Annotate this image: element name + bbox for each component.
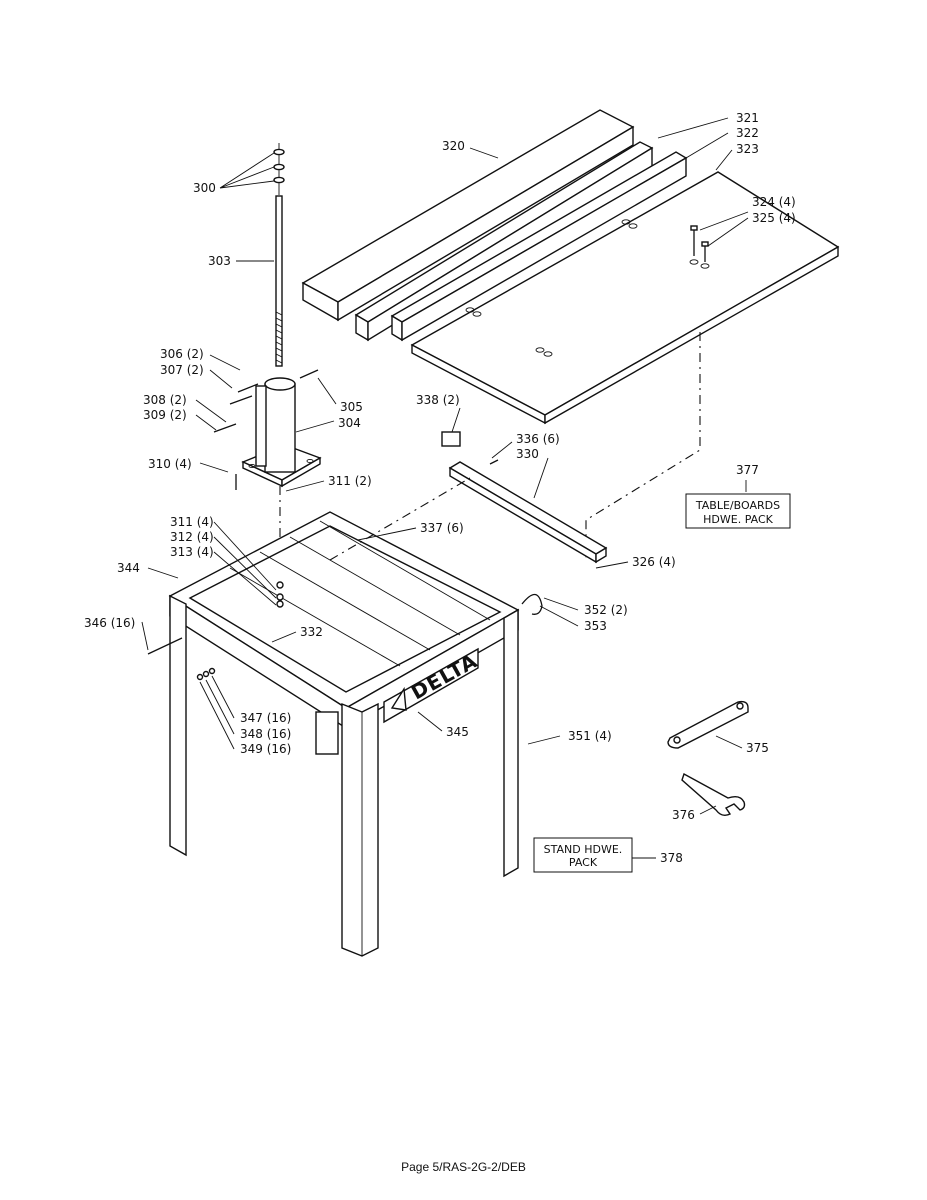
column-304 [241, 377, 322, 488]
wrench-375 [667, 700, 749, 749]
label-322: 322 [736, 126, 759, 140]
washers-300 [273, 143, 285, 195]
label-330: 330 [516, 447, 539, 461]
label-376: 376 [672, 808, 695, 822]
label-309: 309 (2) [143, 408, 187, 422]
screws-305-309 [213, 369, 319, 490]
label-304: 304 [338, 416, 361, 430]
label-308: 308 (2) [143, 393, 187, 407]
stand-hardware-pack-box: STAND HDWE. PACK [533, 837, 633, 873]
leader-lines [141, 117, 749, 859]
label-349: 349 (16) [240, 742, 291, 756]
label-344: 344 [117, 561, 140, 575]
stand-hardware [147, 581, 543, 681]
label-325: 325 (4) [752, 211, 796, 225]
label-353: 353 [584, 619, 607, 633]
board-322 [390, 151, 688, 342]
page-footer: Page 5/RAS-2G-2/DEB [401, 1160, 526, 1174]
label-326: 326 (4) [632, 555, 676, 569]
label-332: 332 [300, 625, 323, 639]
label-337: 337 (6) [420, 521, 464, 535]
label-336: 336 (6) [516, 432, 560, 446]
alignment-line-bracket [329, 477, 471, 561]
label-338: 338 (2) [416, 393, 460, 407]
label-378: 378 [660, 851, 683, 865]
stand-frame [168, 511, 520, 957]
label-311b: 311 (4) [170, 515, 214, 529]
label-352: 352 (2) [584, 603, 628, 617]
label-324: 324 (4) [752, 195, 796, 209]
label-313: 313 (4) [170, 545, 214, 559]
table-pack-line1: TABLE/BOARDS [695, 499, 780, 512]
stand-pack-line1: STAND HDWE. [544, 843, 623, 856]
label-323: 323 [736, 142, 759, 156]
board-320 [301, 109, 635, 322]
table-boards-hardware-pack-box: TABLE/BOARDS HDWE. PACK [685, 493, 791, 529]
label-312: 312 (4) [170, 530, 214, 544]
label-320: 320 [442, 139, 465, 153]
label-305: 305 [340, 400, 363, 414]
wrench-376 [681, 772, 746, 817]
label-300: 300 [193, 181, 216, 195]
label-311a: 311 (2) [328, 474, 372, 488]
label-307: 307 (2) [160, 363, 204, 377]
label-346: 346 (16) [84, 616, 135, 630]
bracket-330 [441, 431, 608, 564]
label-345: 345 [446, 725, 469, 739]
rod-303 [275, 195, 283, 367]
label-303: 303 [208, 254, 231, 268]
board-323 [410, 171, 840, 425]
label-375: 375 [746, 741, 769, 755]
bolts-324-325 [690, 225, 709, 262]
label-310: 310 (4) [148, 457, 192, 471]
label-321: 321 [736, 111, 759, 125]
label-306: 306 (2) [160, 347, 204, 361]
label-351: 351 (4) [568, 729, 612, 743]
label-347: 347 (16) [240, 711, 291, 725]
table-pack-line2: HDWE. PACK [703, 513, 774, 526]
label-348: 348 (16) [240, 727, 291, 741]
stand-pack-line2: PACK [569, 856, 598, 869]
label-377: 377 [736, 463, 759, 477]
